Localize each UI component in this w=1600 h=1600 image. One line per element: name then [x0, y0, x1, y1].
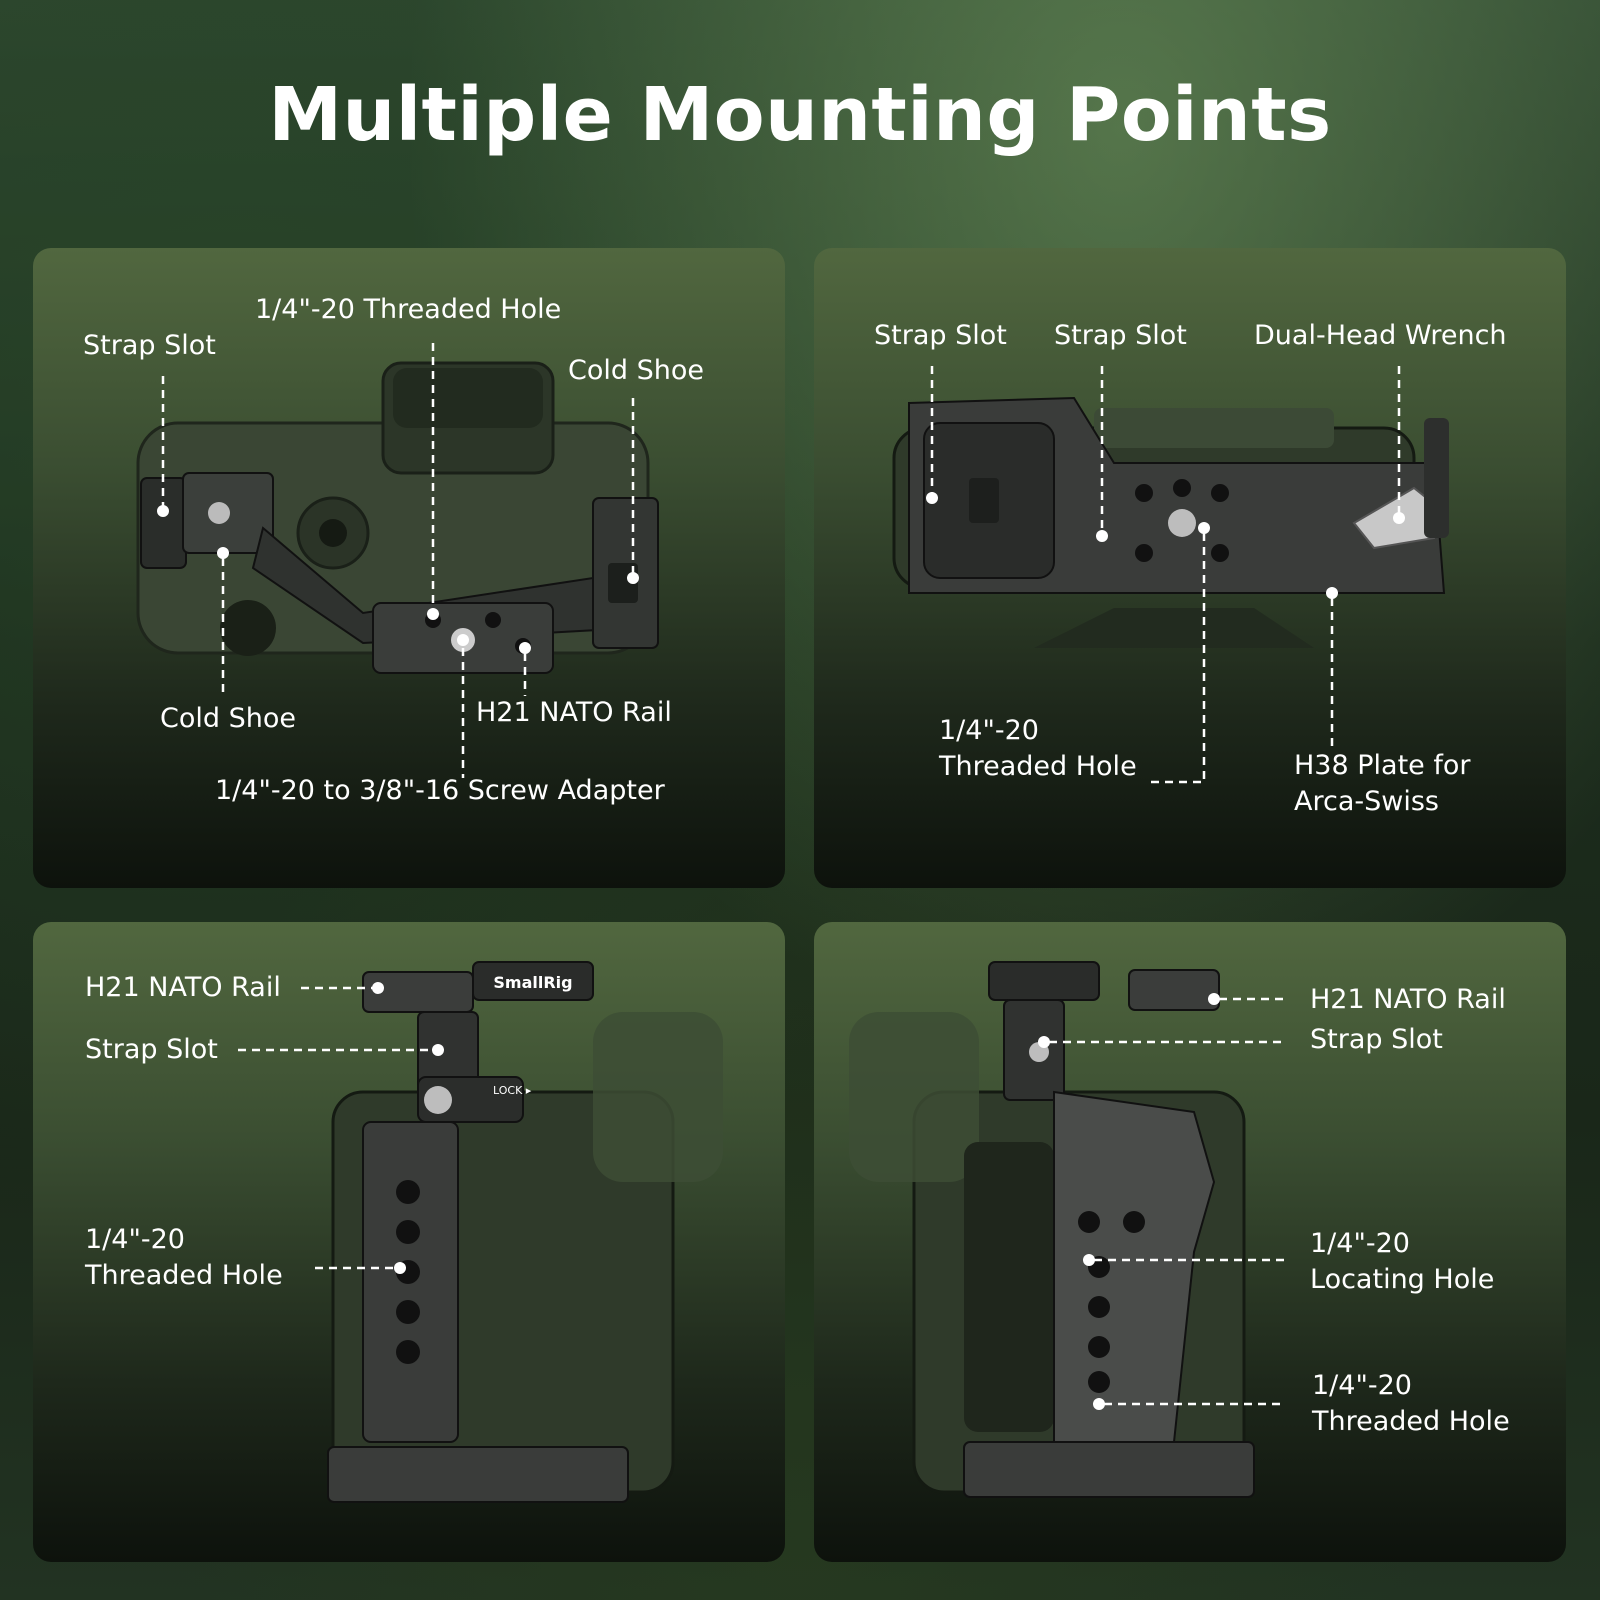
panel-left-side-view: SmallRig LOCK ▸ H21 NATO Rail Strap Slot… — [33, 922, 785, 1562]
camera-cage-right-side-illustration — [849, 961, 1284, 1498]
label-threaded-hole: 1/4"-20 Threaded Hole — [255, 294, 562, 325]
camera-cage-bottom-illustration — [892, 366, 1449, 784]
label-strap-slot-1: Strap Slot — [874, 320, 1007, 351]
label-screw-adapter: 1/4"-20 to 3/8"-16 Screw Adapter — [215, 775, 665, 806]
label-locating-hole: 1/4"-20 Locating Hole — [1310, 1228, 1495, 1295]
panel-bottom-view: Strap Slot Strap Slot Dual-Head Wrench 1… — [814, 248, 1566, 888]
label-strap-slot-2: Strap Slot — [1054, 320, 1187, 351]
label-nato-rail: H21 NATO Rail — [1310, 984, 1506, 1015]
label-strap-slot: Strap Slot — [85, 1034, 218, 1065]
lock-label: LOCK ▸ — [493, 1084, 532, 1097]
label-threaded-hole: 1/4"-20 Threaded Hole — [1312, 1370, 1510, 1437]
camera-cage-top-illustration — [136, 343, 659, 778]
label-nato-rail: H21 NATO Rail — [85, 972, 281, 1003]
label-cold-shoe-right: Cold Shoe — [568, 355, 704, 386]
brand-logo: SmallRig — [493, 973, 572, 992]
panel-right-side-view: H21 NATO Rail Strap Slot 1/4"-20 Locatin… — [814, 922, 1566, 1562]
label-cold-shoe-left: Cold Shoe — [160, 703, 296, 734]
label-threaded-hole: 1/4"-20 Threaded Hole — [939, 715, 1137, 782]
label-strap-slot: Strap Slot — [1310, 1024, 1443, 1055]
label-h38-plate: H38 Plate for Arca-Swiss — [1294, 750, 1471, 817]
page-title: Multiple Mounting Points — [268, 72, 1332, 158]
panel-top-view: Strap Slot 1/4"-20 Threaded Hole Cold Sh… — [33, 248, 785, 888]
label-strap-slot: Strap Slot — [83, 330, 216, 361]
camera-cage-left-side-illustration: SmallRig LOCK ▸ — [238, 961, 723, 1503]
label-nato-rail: H21 NATO Rail — [476, 697, 672, 728]
label-threaded-hole: 1/4"-20 Threaded Hole — [85, 1224, 283, 1291]
label-dual-head-wrench: Dual-Head Wrench — [1254, 320, 1507, 351]
